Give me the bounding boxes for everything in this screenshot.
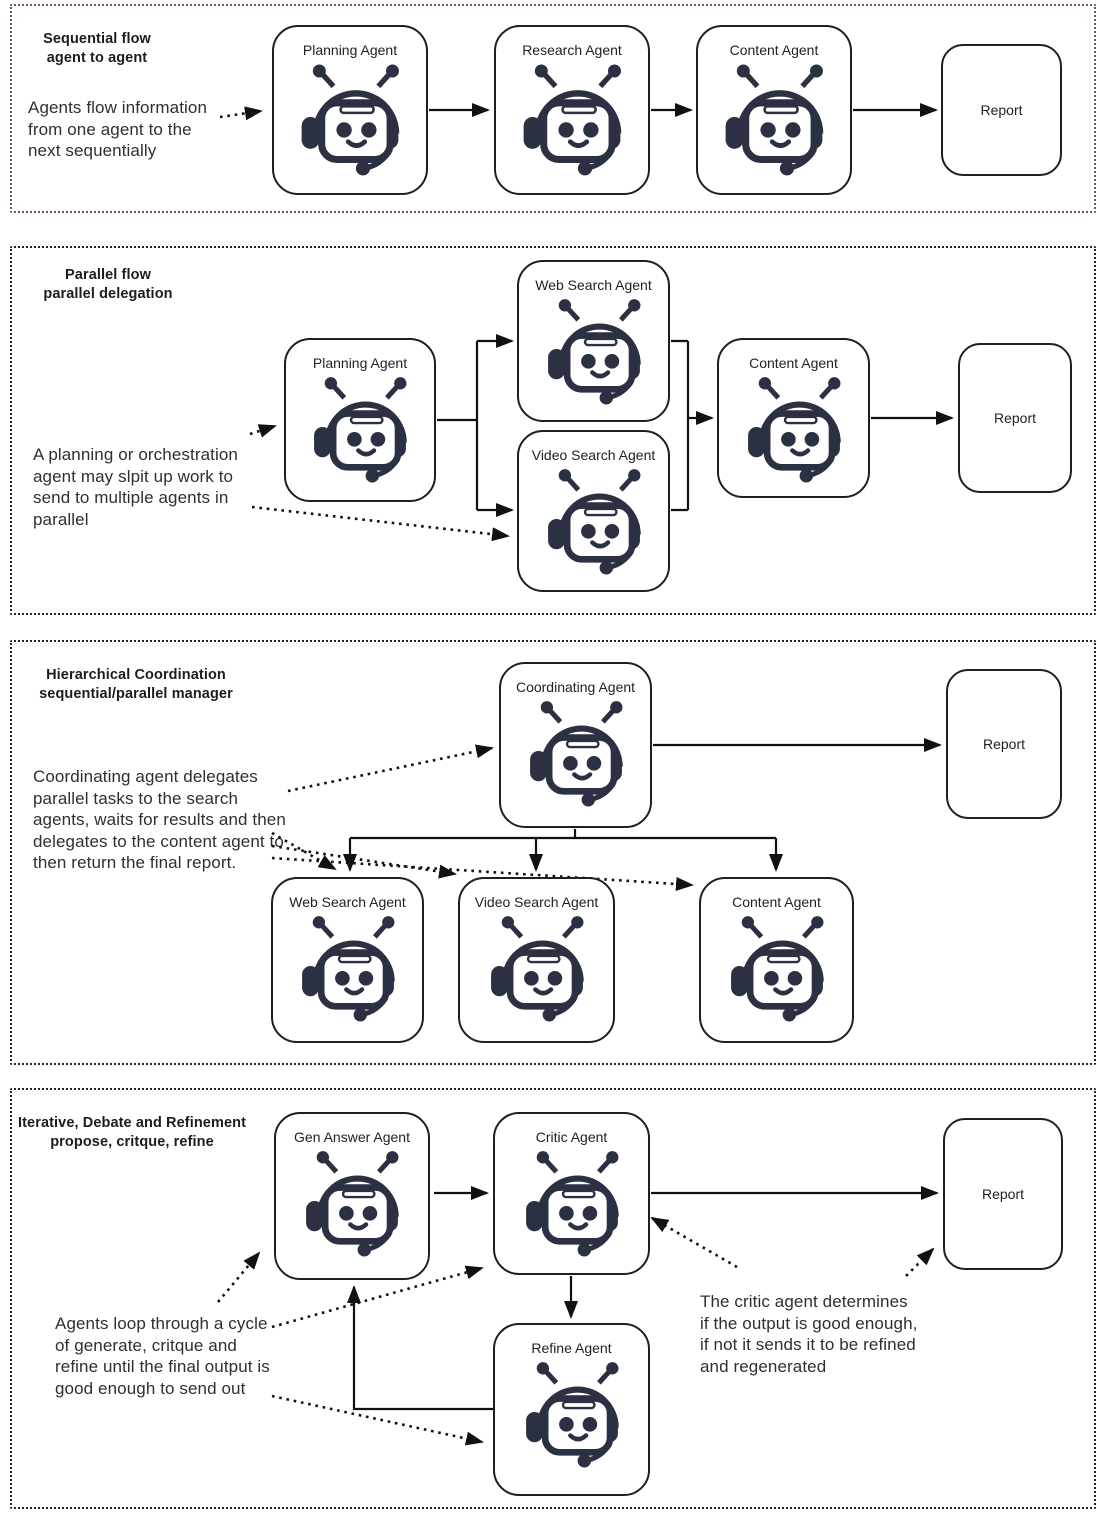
agent-label: Web Search Agent	[535, 277, 652, 293]
s1-content-agent-node: Content Agent	[696, 25, 852, 195]
agent-label: Web Search Agent	[289, 894, 406, 910]
agent-label: Planning Agent	[302, 42, 398, 58]
s4-description-left: Agents loop through a cycle of generate,…	[55, 1314, 270, 1398]
s3-report-node: Report	[946, 669, 1062, 819]
report-label: Report	[981, 1186, 1025, 1202]
robot-icon	[292, 910, 404, 1022]
s3-web-search-agent-node: Web Search Agent	[271, 877, 424, 1043]
robot-icon	[516, 1356, 628, 1468]
s2-planning-agent-node: Planning Agent	[284, 338, 436, 502]
agent-label: Content Agent	[732, 894, 821, 910]
s4-title: Iterative, Debate and Refinement propose…	[17, 1115, 246, 1150]
s4-report-node: Report	[943, 1118, 1063, 1270]
agent-label: Critic Agent	[535, 1129, 608, 1145]
s4-description-right: The critic agent determines if the outpu…	[700, 1292, 918, 1376]
s1-wires	[219, 103, 938, 121]
s1-research-agent-node: Research Agent	[494, 25, 650, 195]
s3-content-agent-node: Content Agent	[699, 877, 854, 1043]
section-iterative-refinement	[10, 1088, 1096, 1509]
s1-title: Sequential flow agent to agent	[43, 31, 151, 66]
s2-wires	[249, 334, 954, 542]
s2-content-agent-node: Content Agent	[717, 338, 870, 498]
s3-coordinating-agent-node: Coordinating Agent	[499, 662, 652, 828]
robot-icon	[516, 1145, 628, 1257]
robot-icon	[538, 463, 650, 575]
s3-video-search-agent-node: Video Search Agent	[458, 877, 615, 1043]
agent-label: Coordinating Agent	[515, 679, 636, 695]
s3-title: Hierarchical Coordination sequential/par…	[39, 667, 233, 702]
s4-critic-agent-node: Critic Agent	[493, 1112, 650, 1275]
s2-web-search-agent-node: Web Search Agent	[517, 260, 670, 422]
s2-description: A planning or orchestration agent may sl…	[33, 445, 238, 529]
robot-icon	[291, 58, 409, 176]
robot-icon	[520, 695, 632, 807]
robot-icon	[715, 58, 833, 176]
report-label: Report	[982, 736, 1026, 752]
s1-description: Agents flow information from one agent t…	[28, 98, 207, 161]
robot-icon	[738, 371, 850, 483]
agent-label: Refine Agent	[531, 1340, 612, 1356]
s4-gen-answer-agent-node: Gen Answer Agent	[274, 1112, 430, 1280]
s4-refine-agent-node: Refine Agent	[493, 1323, 650, 1496]
s3-wires	[271, 738, 942, 891]
robot-icon	[721, 910, 833, 1022]
agent-label: Research Agent	[522, 42, 622, 58]
s1-report-node: Report	[941, 44, 1062, 176]
robot-icon	[296, 1145, 408, 1257]
report-label: Report	[993, 410, 1037, 426]
s2-report-node: Report	[958, 343, 1072, 493]
agent-label: Video Search Agent	[531, 447, 656, 463]
agent-label: Content Agent	[749, 355, 838, 371]
robot-icon	[538, 293, 650, 405]
agent-label: Gen Answer Agent	[294, 1129, 410, 1145]
agent-label: Video Search Agent	[474, 894, 599, 910]
report-label: Report	[980, 102, 1023, 118]
robot-icon	[304, 371, 416, 483]
s3-description: Coordinating agent delegates parallel ta…	[33, 767, 286, 873]
section-parallel-flow	[10, 246, 1096, 615]
section-sequential-flow	[10, 4, 1096, 213]
section-hierarchical-coordination	[10, 640, 1096, 1065]
s2-video-search-agent-node: Video Search Agent	[517, 430, 670, 592]
robot-icon	[513, 58, 631, 176]
s1-planning-agent-node: Planning Agent	[272, 25, 428, 195]
s4-wires	[217, 1186, 939, 1446]
agent-label: Content Agent	[729, 42, 819, 58]
robot-icon	[481, 910, 593, 1022]
agent-label: Planning Agent	[312, 355, 408, 371]
s2-title: Parallel flow parallel delegation	[43, 267, 173, 302]
